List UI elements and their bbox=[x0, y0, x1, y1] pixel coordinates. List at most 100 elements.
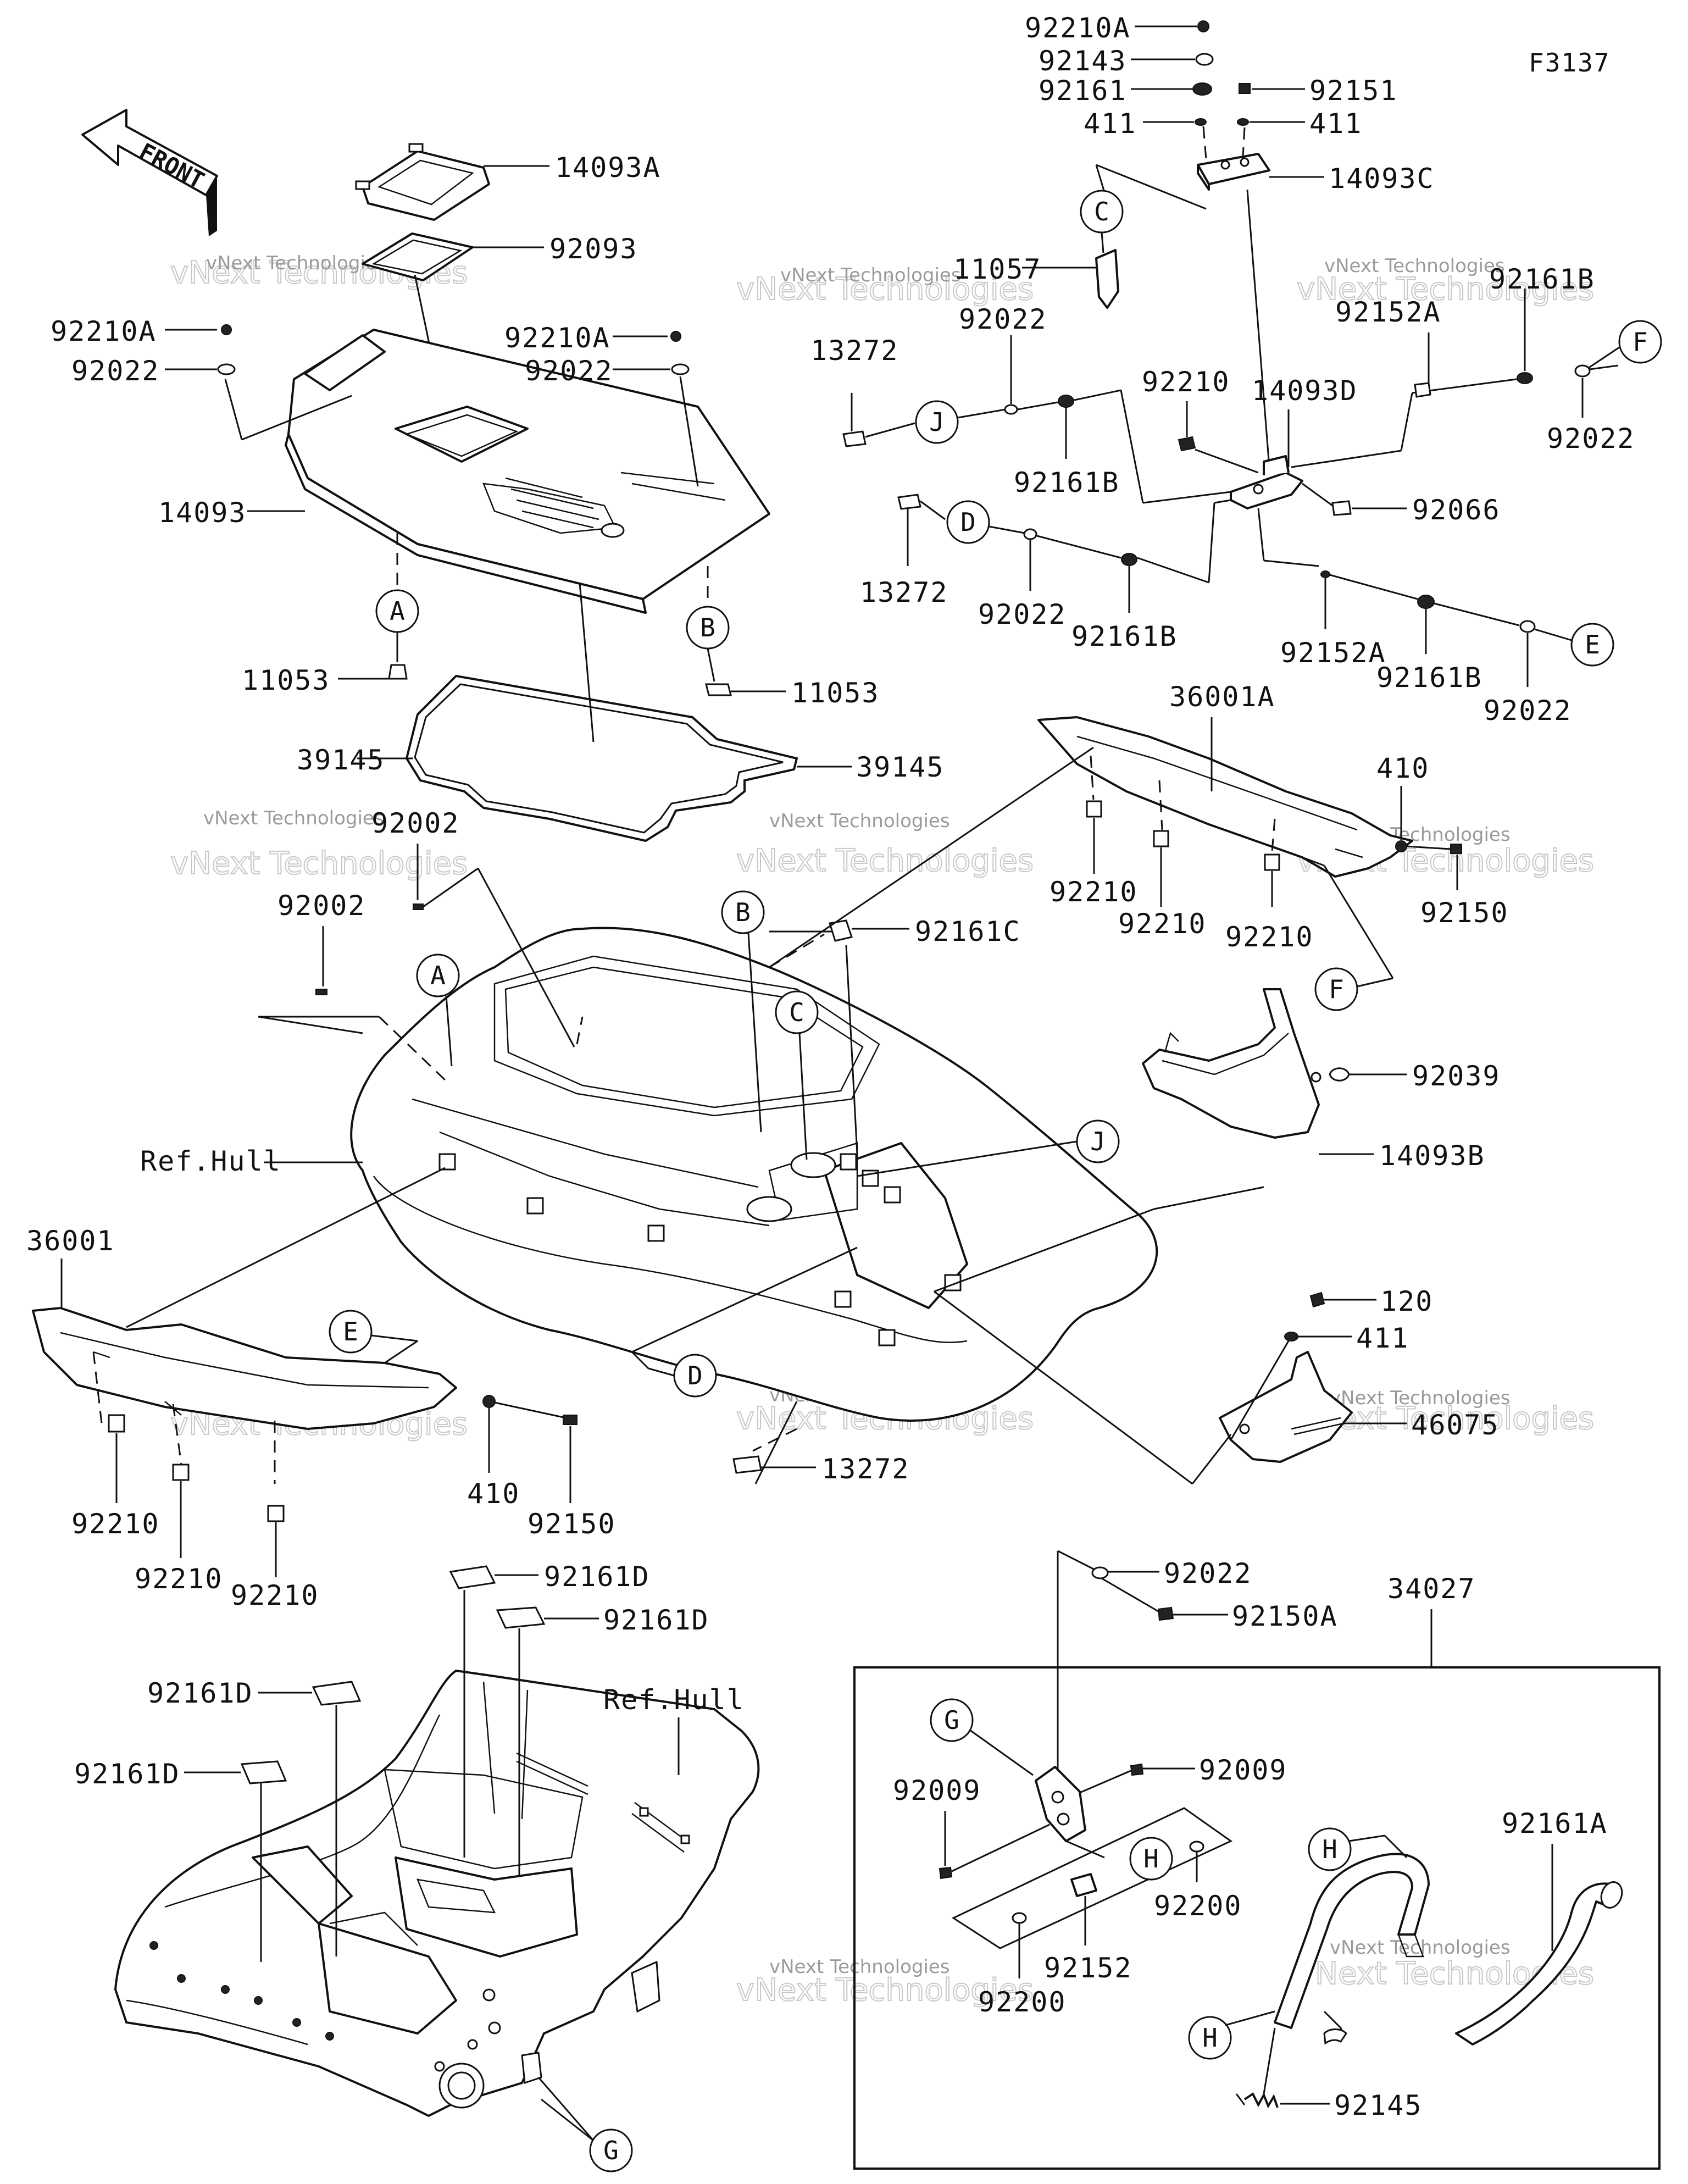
ref-marker-e bbox=[1570, 623, 1614, 667]
watermark: vNext Technologies bbox=[780, 264, 961, 286]
callout-92161B-top-right: 92161B bbox=[1489, 263, 1595, 295]
bracket-14093D-part bbox=[1230, 455, 1303, 509]
callout-11053-a: 11053 bbox=[242, 664, 330, 696]
ref-letter: G bbox=[603, 2136, 619, 2165]
ref-marker-d bbox=[946, 500, 990, 544]
clip-11053 bbox=[705, 683, 732, 696]
callout-13272-bottom: 13272 bbox=[821, 1453, 910, 1485]
callout-92210-e1: 92210 bbox=[71, 1508, 160, 1540]
ref-marker-b bbox=[721, 890, 765, 934]
leader-line bbox=[241, 395, 352, 441]
callout-92161D-1: 92161D bbox=[544, 1561, 650, 1593]
callout-92161D-3: 92161D bbox=[147, 1677, 253, 1709]
callout-120: 120 bbox=[1380, 1285, 1433, 1317]
callout-92161B-j: 92161B bbox=[1014, 467, 1120, 498]
screw-92009 bbox=[939, 1866, 953, 1880]
pad-92161D bbox=[312, 1681, 362, 1706]
washer-410 bbox=[482, 1395, 496, 1408]
collar-92152A bbox=[1320, 570, 1330, 578]
ref-letter: C bbox=[1094, 197, 1109, 226]
callout-92161: 92161 bbox=[1039, 75, 1127, 107]
callout-92039: 92039 bbox=[1412, 1060, 1501, 1092]
callout-39145-right: 39145 bbox=[856, 751, 945, 783]
side-cover-36001-part bbox=[32, 1307, 457, 1430]
callout-92022-top-right: 92022 bbox=[1547, 423, 1635, 454]
callout-92210-f2: 92210 bbox=[1118, 908, 1207, 940]
washer-411 bbox=[1237, 118, 1249, 126]
ref-letter: H bbox=[1322, 1834, 1337, 1864]
screw-92002 bbox=[413, 903, 424, 910]
callout-92022-e: 92022 bbox=[1484, 695, 1572, 727]
clip-11053 bbox=[388, 664, 408, 680]
ref-marker-a bbox=[416, 954, 460, 997]
callout-92150-right: 92150 bbox=[1420, 897, 1509, 929]
callout-92161A: 92161A bbox=[1502, 1808, 1608, 1839]
washer-92022 bbox=[1004, 404, 1018, 415]
callout-411-right: 411 bbox=[1309, 108, 1362, 140]
callout-92210A-left: 92210A bbox=[51, 315, 157, 347]
washer-92200 bbox=[1012, 1912, 1027, 1924]
screw-92150A bbox=[1157, 1606, 1174, 1621]
callout-92210-j: 92210 bbox=[1142, 366, 1230, 398]
cover-14093B-part bbox=[1142, 988, 1321, 1139]
callout-92150A: 92150A bbox=[1232, 1600, 1338, 1632]
callout-410-left: 410 bbox=[467, 1478, 520, 1510]
watermark-large: vNext Technologies bbox=[736, 271, 1034, 307]
hull-top-part bbox=[350, 927, 1158, 1422]
collar-92152A bbox=[1414, 382, 1431, 398]
ref-marker-g bbox=[589, 2128, 633, 2172]
callout-411-bottom: 411 bbox=[1356, 1322, 1409, 1354]
callout-92002-b: 92002 bbox=[277, 890, 366, 922]
figure-code: F3137 bbox=[1529, 48, 1610, 77]
ref-letter: A bbox=[430, 961, 446, 990]
callout-410-right: 410 bbox=[1376, 752, 1429, 784]
callout-92022-mid: 92022 bbox=[525, 355, 613, 387]
ref-marker-g bbox=[930, 1698, 974, 1742]
watermark: vNext Technologies bbox=[769, 810, 950, 832]
nut-92210A bbox=[221, 324, 232, 335]
collar-92152 bbox=[1070, 1873, 1097, 1897]
callout-92161B-e: 92161B bbox=[1376, 662, 1482, 694]
callout-92210A-top: 92210A bbox=[1025, 12, 1131, 44]
callout-92066: 92066 bbox=[1412, 494, 1501, 526]
callout-92210-f3: 92210 bbox=[1225, 921, 1314, 953]
callout-92002-a: 92002 bbox=[371, 807, 460, 839]
washer-92200 bbox=[1189, 1841, 1204, 1853]
hull-rear-part bbox=[114, 1669, 760, 2118]
watermark-large: vNext Technologies bbox=[736, 843, 1034, 879]
callout-14093C: 14093C bbox=[1329, 163, 1435, 195]
callout-92200-right: 92200 bbox=[1154, 1890, 1242, 1922]
screw-92150 bbox=[1450, 844, 1462, 854]
grommet-92161B bbox=[1417, 595, 1435, 609]
callout-92150-left: 92150 bbox=[528, 1508, 616, 1540]
callout-92210-f1: 92210 bbox=[1050, 876, 1138, 908]
deck-mat-part bbox=[285, 329, 770, 614]
callout-14093A: 14093A bbox=[555, 152, 661, 184]
ref-letter: J bbox=[1090, 1127, 1106, 1156]
ref-marker-e bbox=[329, 1310, 373, 1354]
callout-ref-hull-bottom: Ref.Hull bbox=[603, 1684, 745, 1716]
front-arrow-icon: FRONT bbox=[81, 109, 218, 236]
callout-92022-j: 92022 bbox=[959, 303, 1047, 335]
nut-92210A bbox=[670, 331, 681, 342]
bracket-14093C-part bbox=[1197, 126, 1270, 191]
seal-39145-part bbox=[405, 674, 798, 842]
screw-92009 bbox=[1130, 1763, 1144, 1776]
plug-92039 bbox=[1329, 1067, 1350, 1082]
bracket-46075-part bbox=[1219, 1351, 1353, 1463]
ref-letter: F bbox=[1633, 327, 1648, 357]
washer-92022 bbox=[1091, 1566, 1109, 1579]
callout-14093B: 14093B bbox=[1379, 1140, 1485, 1172]
callout-39145-left: 39145 bbox=[297, 744, 385, 776]
grab-handle-part bbox=[1274, 1853, 1430, 2029]
ref-letter: E bbox=[343, 1317, 358, 1346]
callout-92022-left: 92022 bbox=[71, 355, 160, 387]
callout-92210A-mid: 92210A bbox=[504, 322, 610, 354]
screw-92151 bbox=[1239, 83, 1251, 94]
callout-92145: 92145 bbox=[1334, 2089, 1423, 2121]
callout-411-left: 411 bbox=[1084, 108, 1136, 140]
callout-92161B-d: 92161B bbox=[1071, 620, 1178, 652]
watermark: vNext Technologies bbox=[769, 1956, 950, 1978]
callout-ref-hull-top: Ref.Hull bbox=[140, 1145, 281, 1177]
callout-13272-j: 13272 bbox=[810, 335, 899, 367]
